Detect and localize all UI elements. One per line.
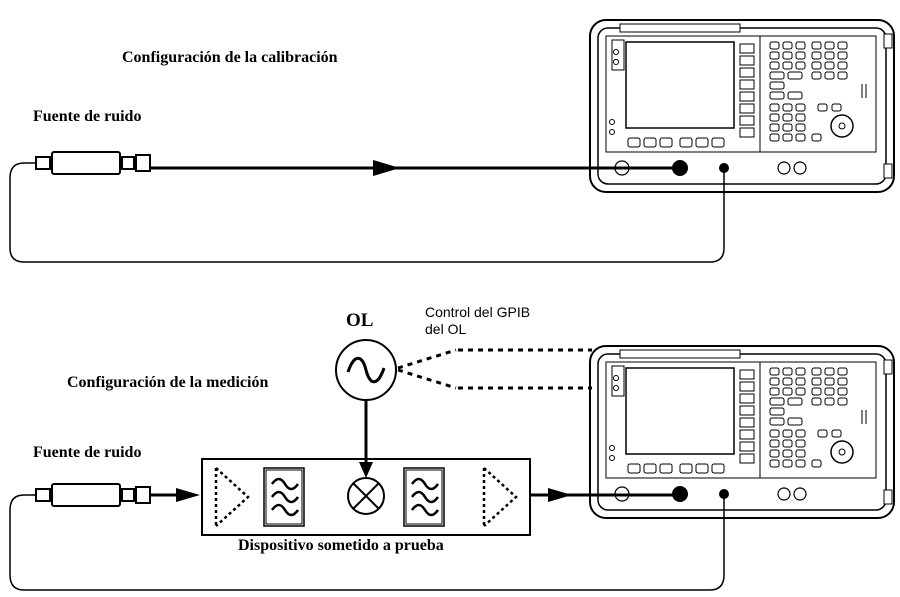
arrow-into-dut	[176, 488, 200, 502]
spectrum-analyzer-top	[589, 19, 895, 193]
gpib-control-label-line1: Control del GPIB	[425, 304, 531, 320]
lo-to-mixer-arrow	[359, 462, 373, 478]
gpib-control-label-line2: del OL	[425, 321, 467, 337]
rf-input-connector-top	[672, 160, 688, 176]
drive-cable-top	[9, 162, 725, 263]
noise-source-label-bottom: Fuente de ruido	[33, 444, 142, 461]
filter-right	[403, 467, 445, 527]
calibration-setup-title: Configuración de la calibración	[122, 49, 338, 66]
arrow-to-analyzer-bottom	[548, 488, 572, 502]
noise-source-drive-connector-top	[719, 163, 729, 173]
measurement-setup-title: Configuración de la medición	[67, 374, 269, 391]
noise-source-drive-connector-bottom	[719, 489, 729, 499]
filter-left	[263, 467, 305, 527]
noise-source-bottom	[35, 483, 151, 507]
signal-arrow-top	[373, 160, 400, 176]
dut-label: Dispositivo sometido a prueba	[238, 537, 444, 554]
lo-label: OL	[346, 310, 374, 331]
mixer	[347, 477, 385, 515]
spectrum-analyzer-bottom	[589, 345, 895, 519]
gpib-control-lines	[397, 348, 592, 390]
drive-cable-bottom	[9, 494, 725, 591]
lo-oscillator	[335, 339, 397, 401]
noise-source-top	[35, 151, 151, 175]
noise-source-label-top: Fuente de ruido	[33, 108, 142, 125]
rf-input-connector-bottom	[672, 486, 688, 502]
